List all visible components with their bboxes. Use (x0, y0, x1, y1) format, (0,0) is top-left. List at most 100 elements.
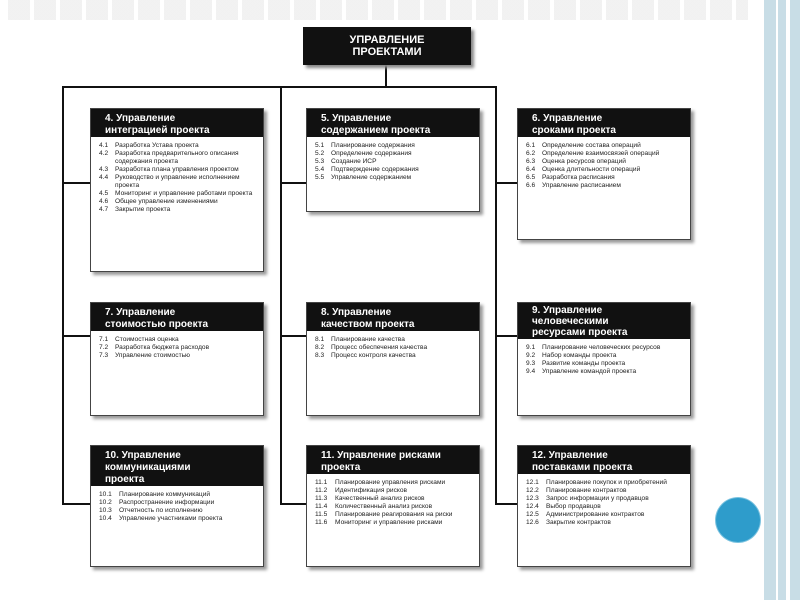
process-number: 5.1 (315, 142, 325, 149)
process-number: 12.1 (526, 479, 539, 486)
process-number: 12.5 (526, 511, 539, 518)
box-heading: 6. Управление сроками проекта (518, 109, 690, 137)
process-text: Управление командой проекта (542, 368, 637, 375)
process-text: Закрытие проекта (115, 206, 171, 213)
process-text: Разработка расписания (542, 174, 615, 181)
connector-line (62, 335, 90, 337)
process-number: 8.2 (315, 344, 325, 351)
process-number: 7.1 (99, 336, 109, 343)
process-text: Управление участниками проекта (119, 515, 223, 522)
process-number: 11.4 (315, 503, 328, 510)
process-text: Закрытие контрактов (546, 519, 611, 526)
process-text: Выбор продавцов (546, 503, 601, 510)
process-number: 6.4 (526, 166, 536, 173)
process-number: 6.5 (526, 174, 536, 181)
process-text: Подтверждение содержания (331, 166, 419, 173)
process-item: 12.5 Администрирование контрактов (526, 511, 686, 519)
process-text: Количественный анализ рисков (335, 503, 433, 510)
process-text: Планирование управления рисками (335, 479, 446, 486)
process-item: 12.1 Планирование покупок и приобретений (526, 479, 686, 487)
process-text: Администрирование контрактов (546, 511, 645, 518)
connector-line (495, 503, 517, 505)
process-text: Оценка длительности операций (542, 166, 641, 173)
process-text: Планирование покупок и приобретений (546, 479, 667, 486)
process-number: 11.6 (315, 519, 328, 526)
process-number: 5.2 (315, 150, 325, 157)
process-number: 7.2 (99, 344, 109, 351)
process-number: 11.5 (315, 511, 328, 518)
process-text: Управление содержанием (331, 174, 412, 181)
process-item: 11.5 Планирование реагирования на риски (315, 511, 475, 519)
box-heading: 10. Управление коммуникациями проекта (91, 446, 263, 486)
connector-line (385, 65, 387, 87)
connector-line (280, 503, 306, 505)
process-number: 5.4 (315, 166, 325, 173)
process-number: 9.4 (526, 368, 536, 375)
process-number: 12.6 (526, 519, 539, 526)
connector-line (280, 335, 306, 337)
connector-line (280, 86, 282, 504)
process-number: 12.4 (526, 503, 539, 510)
process-number: 6.2 (526, 150, 536, 157)
connector-line (62, 86, 496, 88)
process-item: 8.1 Планирование качества (315, 336, 475, 344)
process-text: Мониторинг и управление рисками (335, 519, 443, 526)
slide-side-stripe-line (776, 0, 778, 600)
knowledge-area-box-communications: 10. Управление коммуникациями проекта 10… (90, 445, 264, 567)
process-item: 6.4 Оценка длительности операций (526, 166, 686, 174)
box-heading: 5. Управление содержанием проекта (307, 109, 479, 137)
process-item: 11.1 Планирование управления рисками (315, 479, 475, 487)
process-number: 10.2 (99, 499, 112, 506)
process-text: Планирование коммуникаций (119, 491, 211, 498)
process-number: 6.3 (526, 158, 536, 165)
process-number: 10.1 (99, 491, 112, 498)
process-text: Разработка Устава проекта (115, 142, 199, 149)
decorative-circle (716, 498, 760, 542)
process-item: 10.4 Управление участниками проекта (99, 515, 259, 523)
process-number: 10.4 (99, 515, 112, 522)
process-number: 10.3 (99, 507, 112, 514)
process-item: 11.6 Мониторинг и управление рисками (315, 519, 475, 527)
process-text: Планирование качества (331, 336, 405, 343)
process-text: Управление стоимостью (115, 352, 190, 359)
process-number: 11.1 (315, 479, 328, 486)
connector-line (495, 182, 517, 184)
box-heading: 4. Управление интеграцией проекта (91, 109, 263, 137)
connector-line (62, 86, 64, 504)
process-text: Общее управление изменениями (115, 198, 218, 205)
process-number: 4.6 (99, 198, 109, 205)
process-text: Оценка ресурсов операций (542, 158, 626, 165)
process-number: 11.2 (315, 487, 328, 494)
process-number: 12.3 (526, 495, 539, 502)
connector-line (495, 335, 517, 337)
process-text: Набор команды проекта (542, 352, 617, 359)
slide-header-strip (8, 0, 748, 20)
process-item: 9.4 Управление командой проекта (526, 368, 686, 376)
process-number: 8.1 (315, 336, 325, 343)
connector-line (62, 503, 90, 505)
process-number: 5.3 (315, 158, 325, 165)
connector-line (495, 86, 497, 504)
process-number: 8.3 (315, 352, 325, 359)
process-number: 9.1 (526, 344, 536, 351)
process-text: Планирование реагирования на риски (335, 511, 453, 518)
process-text: Создание ИСР (331, 158, 377, 165)
